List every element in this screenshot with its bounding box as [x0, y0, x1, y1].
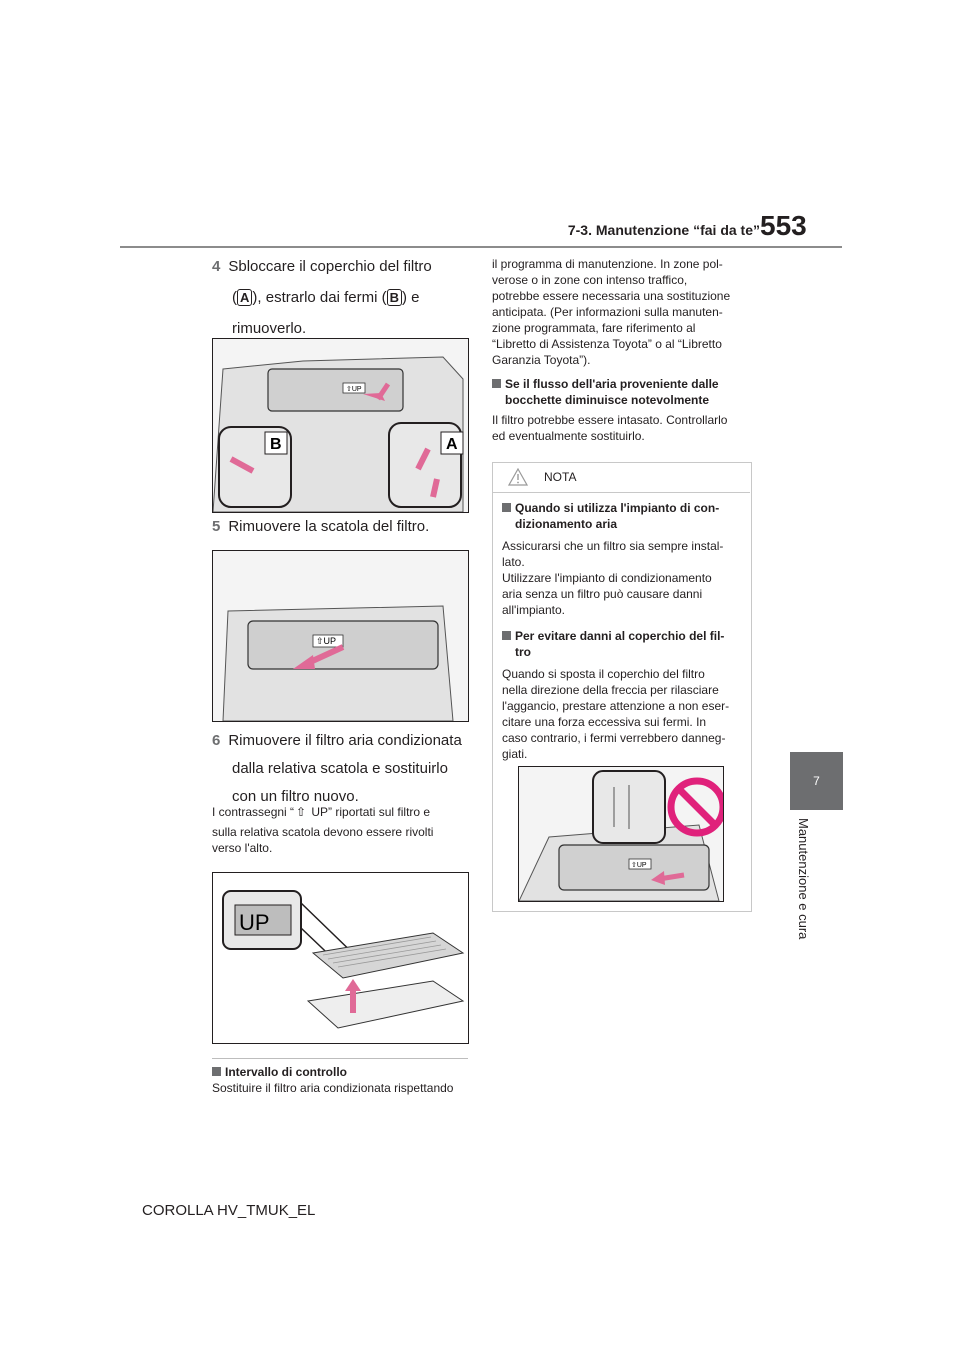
divider	[212, 1058, 468, 1059]
step-text: Sbloccare il coperchio del filtro	[228, 258, 432, 275]
up-tag: ⇧UP	[316, 636, 336, 646]
step-number: 5	[212, 518, 221, 535]
step-4: 4 Sbloccare il coperchio del filtro (A), …	[212, 254, 472, 341]
filter-box-illustration: ⇧UP	[212, 550, 469, 722]
step-number: 4	[212, 258, 221, 275]
text-line: anticipata. (Per informazioni sulla manu…	[492, 305, 723, 319]
chapter-label-text: Manutenzione e cura	[796, 818, 811, 940]
heading-line: tro	[515, 645, 531, 659]
section-title: 7-3. Manutenzione “fai da te”	[567, 222, 760, 238]
text-line: il programma di manutenzione. In zone po…	[492, 257, 723, 271]
nota-title: NOTA	[544, 470, 577, 484]
up-tag: ⇧UP	[631, 861, 647, 869]
prohibition-icon	[667, 777, 723, 837]
label-b: B	[270, 436, 282, 453]
heading-line: Quando si utilizza l'impianto di con-	[515, 501, 720, 515]
chapter-tab: 7	[790, 752, 843, 810]
paren: (	[232, 289, 237, 306]
step-text: ) e	[401, 289, 420, 306]
text-line: Il filtro potrebbe essere intasato. Cont…	[492, 413, 728, 427]
up-tag-large: UP	[239, 910, 270, 935]
text-line: Quando si sposta il coperchio del filtro	[502, 667, 705, 681]
text-line: “Libretto di Assistenza Toyota” o al “Li…	[492, 337, 722, 351]
airflow-text: Il filtro potrebbe essere intasato. Cont…	[492, 412, 752, 444]
label-a: A	[446, 436, 458, 453]
header-rule	[120, 246, 842, 248]
note-text: UP” riportati sul filtro e	[308, 805, 431, 819]
text-line: l'aggancio, prestare attenzione a non es…	[502, 699, 730, 713]
text-line: nella direzione della freccia per rilasc…	[502, 683, 719, 697]
text-line: ed eventualmente sostituirlo.	[492, 429, 645, 443]
text-line: Utilizzare l'impianto di condizionamento	[502, 571, 712, 585]
heading-line: Se il flusso dell'aria proveniente dalle	[505, 377, 719, 391]
up-note: I contrassegni “⇧ UP” riportati sul filt…	[212, 804, 472, 856]
new-filter-illustration: UP	[212, 872, 469, 1044]
note-text: verso l'alto.	[212, 841, 273, 855]
step-5: 5 Rimuovere la scatola del filtro.	[212, 514, 472, 539]
page-number: 553	[760, 210, 807, 241]
airflow-heading: Se il flusso dell'aria proveniente dalle…	[492, 376, 752, 408]
nota-header: NOTA	[492, 462, 750, 493]
bullet-square	[212, 1067, 221, 1076]
step-number: 6	[212, 732, 221, 749]
text-line: lato.	[502, 555, 525, 569]
note-text: I contrassegni “	[212, 805, 295, 819]
text-line: potrebbe essere necessaria una sostituzi…	[492, 289, 731, 303]
step-text: dalla relativa scatola e sostituirlo	[232, 760, 448, 777]
text-line: giati.	[502, 747, 528, 761]
interval-section: Intervallo di controllo Sostituire il fi…	[212, 1064, 472, 1096]
text-line: citare una forza eccessiva sui fermi. In	[502, 715, 707, 729]
maintenance-paragraph: il programma di manutenzione. In zone po…	[492, 256, 752, 368]
up-arrow-icon: ⇧	[296, 805, 307, 819]
bullet-square	[492, 379, 501, 388]
text-line: caso contrario, i fermi verrebbero danne…	[502, 731, 726, 745]
nota-content: Quando si utilizza l'impianto di con- di…	[502, 500, 746, 762]
interval-title: Intervallo di controllo	[225, 1065, 348, 1079]
text-line: verose o in zone con intenso traffico,	[492, 273, 688, 287]
text-line: Assicurarsi che un filtro sia sempre ins…	[502, 539, 724, 553]
text-line: aria senza un filtro può causare danni	[502, 587, 703, 601]
interval-text: Sostituire il filtro aria condizionata r…	[212, 1081, 454, 1095]
label-a-box: A	[237, 289, 253, 306]
text-line: zione programmata, fare riferimento al	[492, 321, 696, 335]
warning-icon	[508, 468, 528, 486]
heading-line: bocchette diminuisce notevolmente	[505, 393, 710, 407]
step-text: rimuoverlo.	[232, 320, 307, 337]
footer-model: COROLLA HV_TMUK_EL	[142, 1202, 316, 1219]
step-6: 6 Rimuovere il filtro aria condizionata d…	[212, 728, 472, 809]
nota-illustration: ⇧UP	[518, 766, 724, 902]
text-line: all'impianto.	[502, 603, 565, 617]
heading-line: dizionamento aria	[515, 517, 618, 531]
step-text: ), estrarlo dai fermi (	[252, 289, 387, 306]
heading-line: Per evitare danni al coperchio del fil-	[515, 629, 725, 643]
bullet-square	[502, 503, 511, 512]
filter-cover-illustration: ⇧UP B A	[212, 338, 469, 513]
up-tag: ⇧UP	[346, 385, 362, 393]
chapter-label: Manutenzione e cura	[796, 818, 816, 1018]
bullet-square	[502, 631, 511, 640]
step-text: Rimuovere la scatola del filtro.	[228, 518, 430, 535]
nota-box	[492, 462, 752, 912]
step-text: con un filtro nuovo.	[232, 788, 359, 805]
note-text: sulla relativa scatola devono essere riv…	[212, 825, 434, 839]
text-line: Garanzia Toyota”).	[492, 353, 591, 367]
label-b-box: B	[386, 289, 402, 306]
step-text: Rimuovere il filtro aria condizionata	[228, 732, 462, 749]
